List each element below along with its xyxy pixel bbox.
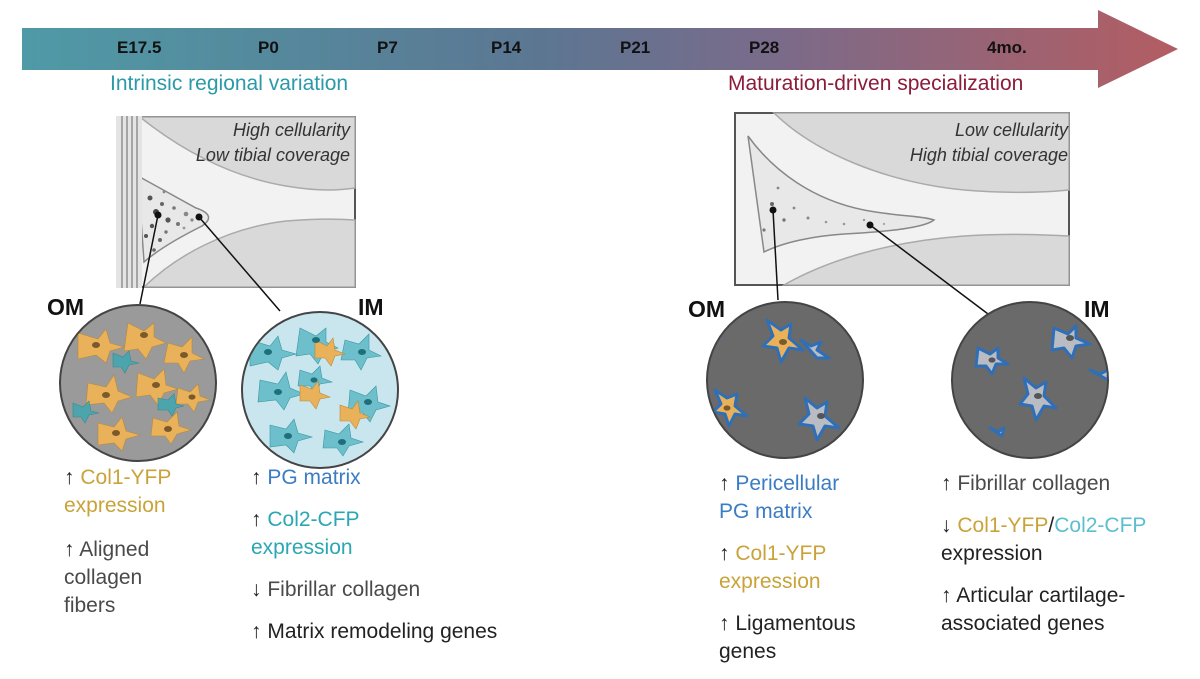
note-im-left-pg: ↑ PG matrix <box>251 464 361 492</box>
note-text: fibers <box>64 594 116 617</box>
note-om-right-ligamentous: ↑ Ligamentous genes <box>719 610 856 666</box>
om-label-right: OM <box>688 296 726 322</box>
note-text: Ligamentous <box>735 612 856 635</box>
left-caption-line2: Low tibial coverage <box>195 145 350 165</box>
im-cell-circle-right <box>951 301 1109 459</box>
note-text: expression <box>941 542 1043 565</box>
om-cell-circle-right <box>706 301 864 459</box>
note-text: Col1-YFP <box>735 542 827 565</box>
up-arrow-icon: ↑ <box>719 472 730 495</box>
note-im-left-remodeling: ↑ Matrix remodeling genes <box>251 618 497 646</box>
up-arrow-icon: ↑ <box>64 466 75 489</box>
tick-label: P7 <box>377 38 398 57</box>
tick-label: P0 <box>258 38 279 57</box>
right-meniscus-schematic <box>734 112 1070 286</box>
note-text: Col1-YFP <box>957 514 1049 537</box>
up-arrow-icon: ↑ <box>251 508 262 531</box>
im-label-left: IM <box>358 294 384 320</box>
tick-label: 4mo. <box>987 38 1027 57</box>
note-im-left-fibrillar: ↓ Fibrillar collagen <box>251 576 420 604</box>
om-label-left: OM <box>47 294 85 320</box>
tick-label: E17.5 <box>117 38 162 57</box>
tick-label: P28 <box>749 38 780 57</box>
note-text: genes <box>719 640 777 663</box>
tick-label: P21 <box>620 38 651 57</box>
up-arrow-icon: ↑ <box>719 542 730 565</box>
phase-label-right: Maturation-driven specialization <box>728 72 1024 95</box>
phase-label-left: Intrinsic regional variation <box>110 72 349 95</box>
note-om-right-col1: ↑ Col1-YFP expression <box>719 540 826 596</box>
up-arrow-icon: ↑ <box>941 584 952 607</box>
note-text: expression <box>251 536 353 559</box>
note-text: Pericellular <box>735 472 840 495</box>
down-arrow-icon: ↓ <box>941 514 952 537</box>
up-arrow-icon: ↑ <box>64 538 75 561</box>
note-im-left-col2: ↑ Col2-CFP expression <box>251 506 360 562</box>
up-arrow-icon: ↑ <box>719 612 730 635</box>
note-text: expression <box>719 570 821 593</box>
right-caption-line2: High tibial coverage <box>909 145 1068 165</box>
left-caption-line1: High cellularity <box>232 120 350 140</box>
note-om-left-fibers: ↑ Aligned collagen fibers <box>64 536 149 620</box>
note-im-right-articular: ↑ Articular cartilage- associated genes <box>941 582 1125 638</box>
down-arrow-icon: ↓ <box>251 578 262 601</box>
note-im-right-expression: ↓ Col1-YFP/Col2-CFP expression <box>941 512 1146 568</box>
note-text: Articular cartilage- <box>956 584 1126 607</box>
note-om-right-pg: ↑ Pericellular PG matrix <box>719 470 839 526</box>
im-label-right: IM <box>1084 296 1110 322</box>
note-text: Fibrillar collagen <box>957 472 1111 495</box>
note-text: Fibrillar collagen <box>267 578 421 601</box>
up-arrow-icon: ↑ <box>941 472 952 495</box>
note-text: Matrix remodeling genes <box>267 620 498 643</box>
note-text: collagen <box>64 566 143 589</box>
note-text: Col1-YFP <box>80 466 172 489</box>
note-text: PG matrix <box>267 466 361 489</box>
note-text: PG matrix <box>719 500 813 523</box>
timeline-arrow <box>22 10 1178 88</box>
note-text: associated genes <box>941 612 1105 635</box>
left-meniscus-schematic <box>116 116 356 288</box>
note-om-left-col1: ↑ Col1-YFP expression <box>64 464 171 520</box>
right-caption-line1: Low cellularity <box>954 120 1068 140</box>
up-arrow-icon: ↑ <box>251 620 262 643</box>
om-cell-circle-left <box>59 304 217 462</box>
note-text: Col2-CFP <box>267 508 360 531</box>
up-arrow-icon: ↑ <box>251 466 262 489</box>
note-text: expression <box>64 494 166 517</box>
note-separator: / <box>1048 514 1055 537</box>
note-text: Col2-CFP <box>1054 514 1147 537</box>
im-cell-circle-left <box>241 311 399 469</box>
note-text: Aligned <box>79 538 150 561</box>
tick-label: P14 <box>491 38 522 57</box>
note-im-right-fibrillar: ↑ Fibrillar collagen <box>941 470 1110 498</box>
